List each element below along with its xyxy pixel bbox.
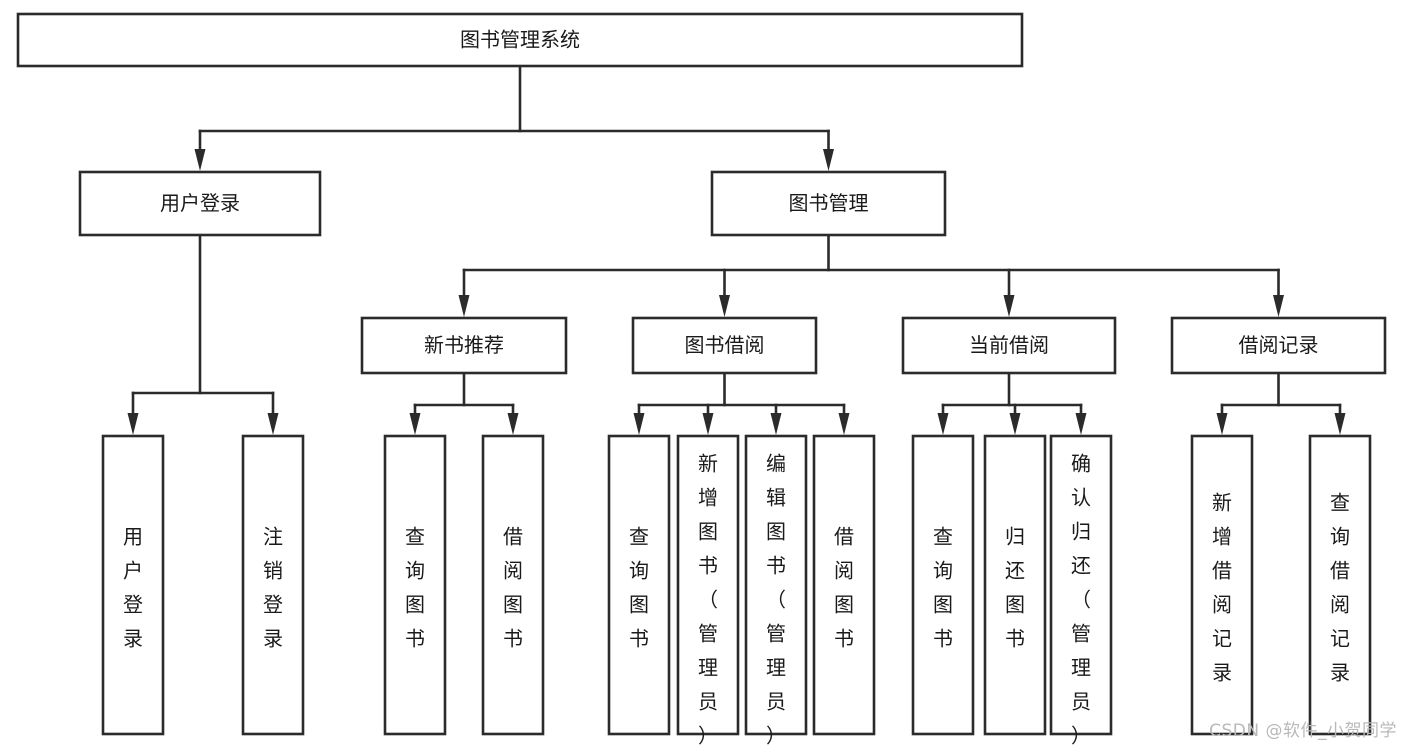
arrow-head-icon [1009,413,1021,435]
csdn-watermark: CSDN @软件_小贺同学 [1209,721,1397,741]
node-label: 用户登录 [123,525,143,651]
node-box [983,434,1047,736]
arrow-head-icon [507,413,519,435]
node-box [911,434,975,736]
node-leaf-user-login[interactable]: 用户登录 [101,434,165,736]
node-leaf-confirm-return[interactable]: 确认归还（管理员） [1049,434,1113,747]
node-box [631,316,818,375]
arrow-head-icon [1003,295,1015,317]
node-book-manage[interactable]: 图书管理 [710,170,947,237]
node-leaf-add-book[interactable]: 新增图书（管理员） [676,434,740,747]
node-leaf-return-book[interactable]: 归还图书 [983,434,1047,736]
node-label: 当前借阅 [969,333,1049,357]
node-borrow-record[interactable]: 借阅记录 [1170,316,1387,375]
node-label: 确认归还（管理员） [1071,452,1091,747]
node-box [607,434,671,736]
node-new-book-recommend[interactable]: 新书推荐 [360,316,568,375]
node-label: 注销登录 [263,525,283,651]
node-label: 新增借阅记录 [1212,491,1232,685]
node-box [78,170,322,237]
node-box [1190,434,1254,736]
node-root[interactable]: 图书管理系统 [16,12,1024,68]
node-box [901,316,1117,375]
node-label: 编辑图书（管理员） [766,452,786,747]
node-book-borrow[interactable]: 图书借阅 [631,316,818,375]
node-label: 查询借阅记录 [1330,491,1350,685]
arrow-head-icon [1075,413,1087,435]
node-label: 借阅图书 [834,525,854,651]
arrow-head-icon [1216,413,1228,435]
node-box [101,434,165,736]
node-box [383,434,447,736]
arrow-head-icon [458,295,470,317]
node-box [744,434,808,736]
arrow-head-icon [267,413,279,435]
node-box [710,170,947,237]
node-leaf-borrow-book-1[interactable]: 借阅图书 [481,434,545,736]
node-box [16,12,1024,68]
node-leaf-add-record[interactable]: 新增借阅记录 [1190,434,1254,736]
arrow-head-icon [1273,295,1284,317]
node-box [360,316,568,375]
node-current-borrow[interactable]: 当前借阅 [901,316,1117,375]
node-box [1049,434,1113,736]
node-leaf-borrow-book-2[interactable]: 借阅图书 [812,434,876,736]
arrow-head-icon [127,413,139,435]
node-label: 新书推荐 [424,333,504,357]
node-label: 查询图书 [933,525,953,651]
node-box [812,434,876,736]
nodes-layer: 图书管理系统用户登录图书管理新书推荐图书借阅当前借阅借阅记录用户登录注销登录查询… [16,12,1387,747]
node-label: 借阅图书 [503,525,523,651]
node-label: 借阅记录 [1239,333,1319,357]
arrow-head-icon [702,413,714,435]
connectors-layer [127,64,1346,435]
arrow-head-icon [823,149,834,171]
node-box [481,434,545,736]
node-leaf-query-record[interactable]: 查询借阅记录 [1308,434,1372,736]
node-box [676,434,740,736]
node-leaf-edit-book[interactable]: 编辑图书（管理员） [744,434,808,747]
node-box [241,434,305,736]
arrow-head-icon [937,413,949,435]
node-label: 归还图书 [1005,525,1025,651]
node-label: 用户登录 [160,191,240,215]
node-label: 查询图书 [629,525,649,651]
node-label: 图书管理 [789,191,869,215]
arrow-head-icon [409,413,421,435]
node-label: 新增图书（管理员） [698,452,718,747]
node-label: 查询图书 [405,525,425,651]
arrow-head-icon [633,413,645,435]
node-label: 图书管理系统 [460,28,580,52]
arrow-head-icon [770,413,782,435]
node-leaf-user-logout[interactable]: 注销登录 [241,434,305,736]
arrow-head-icon [194,149,206,171]
node-leaf-query-book-1[interactable]: 查询图书 [383,434,447,736]
node-box [1170,316,1387,375]
node-leaf-query-book-3[interactable]: 查询图书 [911,434,975,736]
node-user-login[interactable]: 用户登录 [78,170,322,237]
arrow-head-icon [719,295,730,317]
arrow-head-icon [1334,413,1346,435]
arrow-head-icon [838,413,850,435]
node-label: 图书借阅 [685,333,765,357]
node-leaf-query-book-2[interactable]: 查询图书 [607,434,671,736]
node-box [1308,434,1372,736]
